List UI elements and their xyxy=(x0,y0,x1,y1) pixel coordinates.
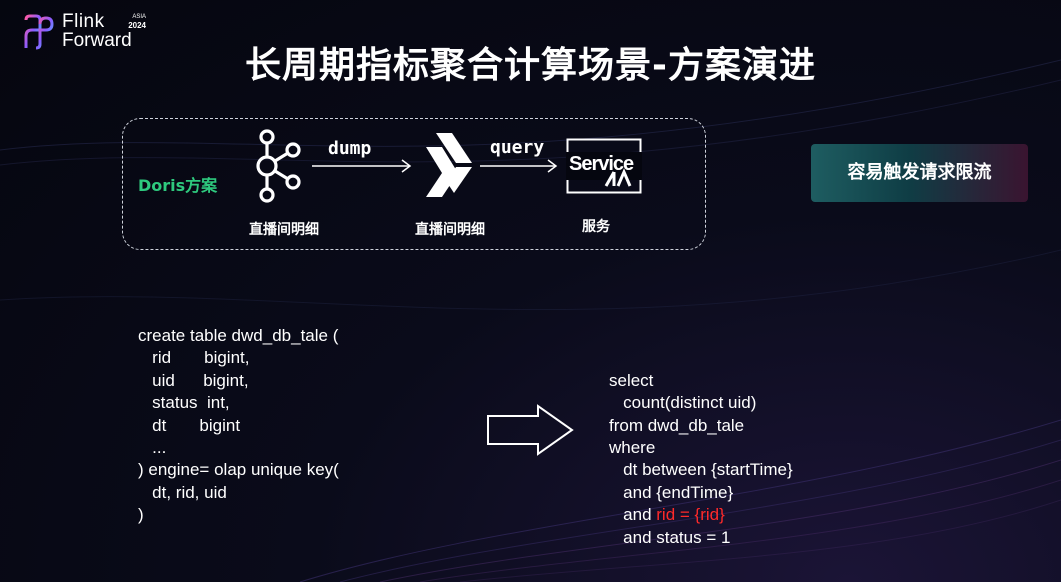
code-line: ) xyxy=(138,505,144,525)
logo-word-forward: Forward xyxy=(62,30,132,51)
kafka-icon xyxy=(256,129,301,203)
flink-forward-logo: Flink Forward ASIA 2024 xyxy=(22,12,162,52)
select-query-code: select count(distinct uid)from dwd_db_ta… xyxy=(609,325,793,571)
code-line: rid bigint, xyxy=(138,348,250,368)
code-line: dt bigint xyxy=(138,415,241,435)
code-line: create table dwd_db_tale ( xyxy=(138,326,339,345)
arrow-label-query: query xyxy=(490,137,545,158)
code-line: ... xyxy=(138,437,167,457)
code-line: ) engine= olap unique key( xyxy=(138,460,339,480)
code-line: from dwd_db_tale xyxy=(609,415,745,435)
query-highlight-prefix: and xyxy=(609,505,657,525)
scheme-label: Doris方案 xyxy=(138,176,218,195)
code-line: count(distinct uid) xyxy=(609,393,757,413)
query-highlight-line: and rid = {rid} xyxy=(609,504,793,526)
doris-scheme-frame xyxy=(122,118,706,250)
code-line: select xyxy=(609,370,654,390)
slide-title: 长周期指标聚合计算场景-方案演进 xyxy=(245,45,816,86)
transform-arrow-icon xyxy=(487,404,574,456)
query-arrow xyxy=(480,159,558,173)
code-line: dt between {startTime} xyxy=(609,460,793,480)
rate-limit-callout: 容易触发请求限流 xyxy=(811,144,1028,202)
node-caption-kafka: 直播间明细 xyxy=(249,222,319,238)
service-icon-text: Service xyxy=(569,153,634,175)
code-line: uid bigint, xyxy=(138,370,249,390)
node-caption-service: 服务 xyxy=(582,219,610,235)
code-line: status int, xyxy=(138,393,230,413)
logo-word-flink: Flink xyxy=(62,11,105,32)
node-caption-doris: 直播间明细 xyxy=(415,222,485,238)
query-highlight-condition: rid = {rid} xyxy=(656,505,725,525)
logo-year: 2024 xyxy=(128,21,146,30)
logo-region: ASIA xyxy=(132,14,146,20)
create-table-code: create table dwd_db_tale ( rid bigint, u… xyxy=(138,325,339,527)
service-icon: Service xyxy=(566,138,642,194)
dump-arrow xyxy=(312,159,412,173)
code-line: where xyxy=(609,437,656,457)
flink-logo-icon xyxy=(24,14,54,50)
code-line: dt, rid, uid xyxy=(138,482,227,502)
code-line: and {endTime} xyxy=(609,482,734,502)
arrow-label-dump: dump xyxy=(328,138,372,159)
doris-icon xyxy=(426,133,472,197)
query-last-line: and status = 1 xyxy=(609,527,731,547)
